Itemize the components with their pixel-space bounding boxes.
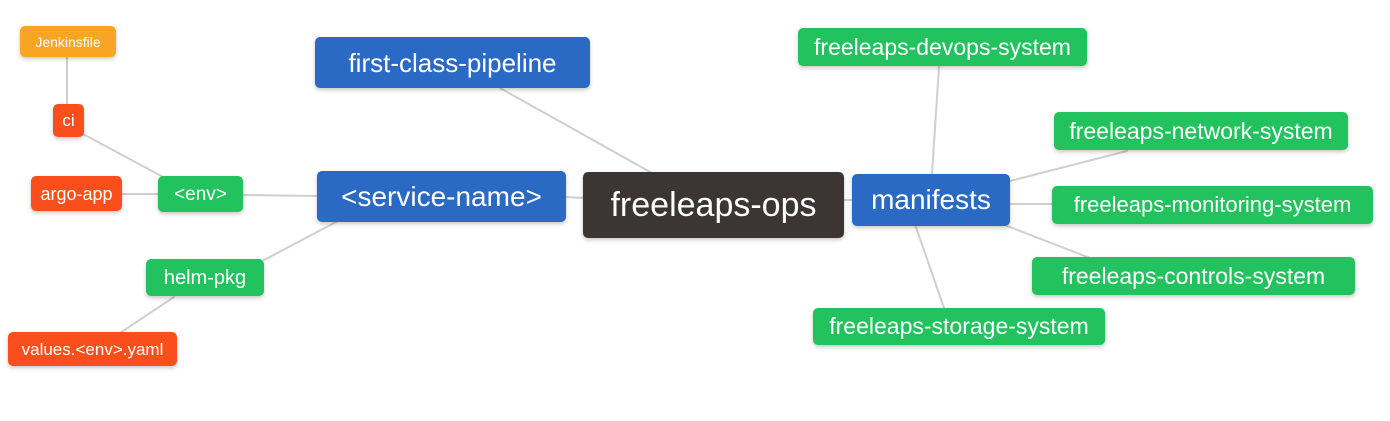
node-freeleaps-storage-system[interactable]: freeleaps-storage-system <box>813 308 1105 345</box>
edge-manifests-storage-system <box>915 226 945 309</box>
node-freeleaps-controls-system[interactable]: freeleaps-controls-system <box>1032 257 1355 295</box>
node-jenkinsfile[interactable]: Jenkinsfile <box>20 26 116 57</box>
node-manifests[interactable]: manifests <box>852 174 1010 226</box>
edge-service-name-ops <box>565 196 585 199</box>
edge-first-class-pipeline-ops <box>499 87 653 174</box>
edge-env-service-name <box>242 194 319 197</box>
node-freeleaps-ops[interactable]: freeleaps-ops <box>583 172 844 238</box>
node-helm-pkg[interactable]: helm-pkg <box>146 259 264 296</box>
edge-values-helm-pkg <box>119 296 175 334</box>
node-argo-app[interactable]: argo-app <box>31 176 122 211</box>
edge-helm-pkg-service-name <box>263 220 339 261</box>
node-freeleaps-monitoring-system[interactable]: freeleaps-monitoring-system <box>1052 186 1373 224</box>
edge-manifests-devops-system <box>931 66 940 175</box>
node-service-name[interactable]: <service-name> <box>317 171 566 222</box>
node-freeleaps-network-system[interactable]: freeleaps-network-system <box>1054 112 1348 150</box>
node-values-env-yaml[interactable]: values.<env>.yaml <box>8 332 177 366</box>
edge-manifests-network-system <box>1009 150 1128 182</box>
node-first-class-pipeline[interactable]: first-class-pipeline <box>315 37 590 88</box>
node-env[interactable]: <env> <box>158 176 243 212</box>
node-freeleaps-devops-system[interactable]: freeleaps-devops-system <box>798 28 1087 66</box>
node-ci[interactable]: ci <box>53 104 84 137</box>
edge-manifests-controls-system <box>1006 225 1091 259</box>
edge-ci-env <box>82 133 166 179</box>
